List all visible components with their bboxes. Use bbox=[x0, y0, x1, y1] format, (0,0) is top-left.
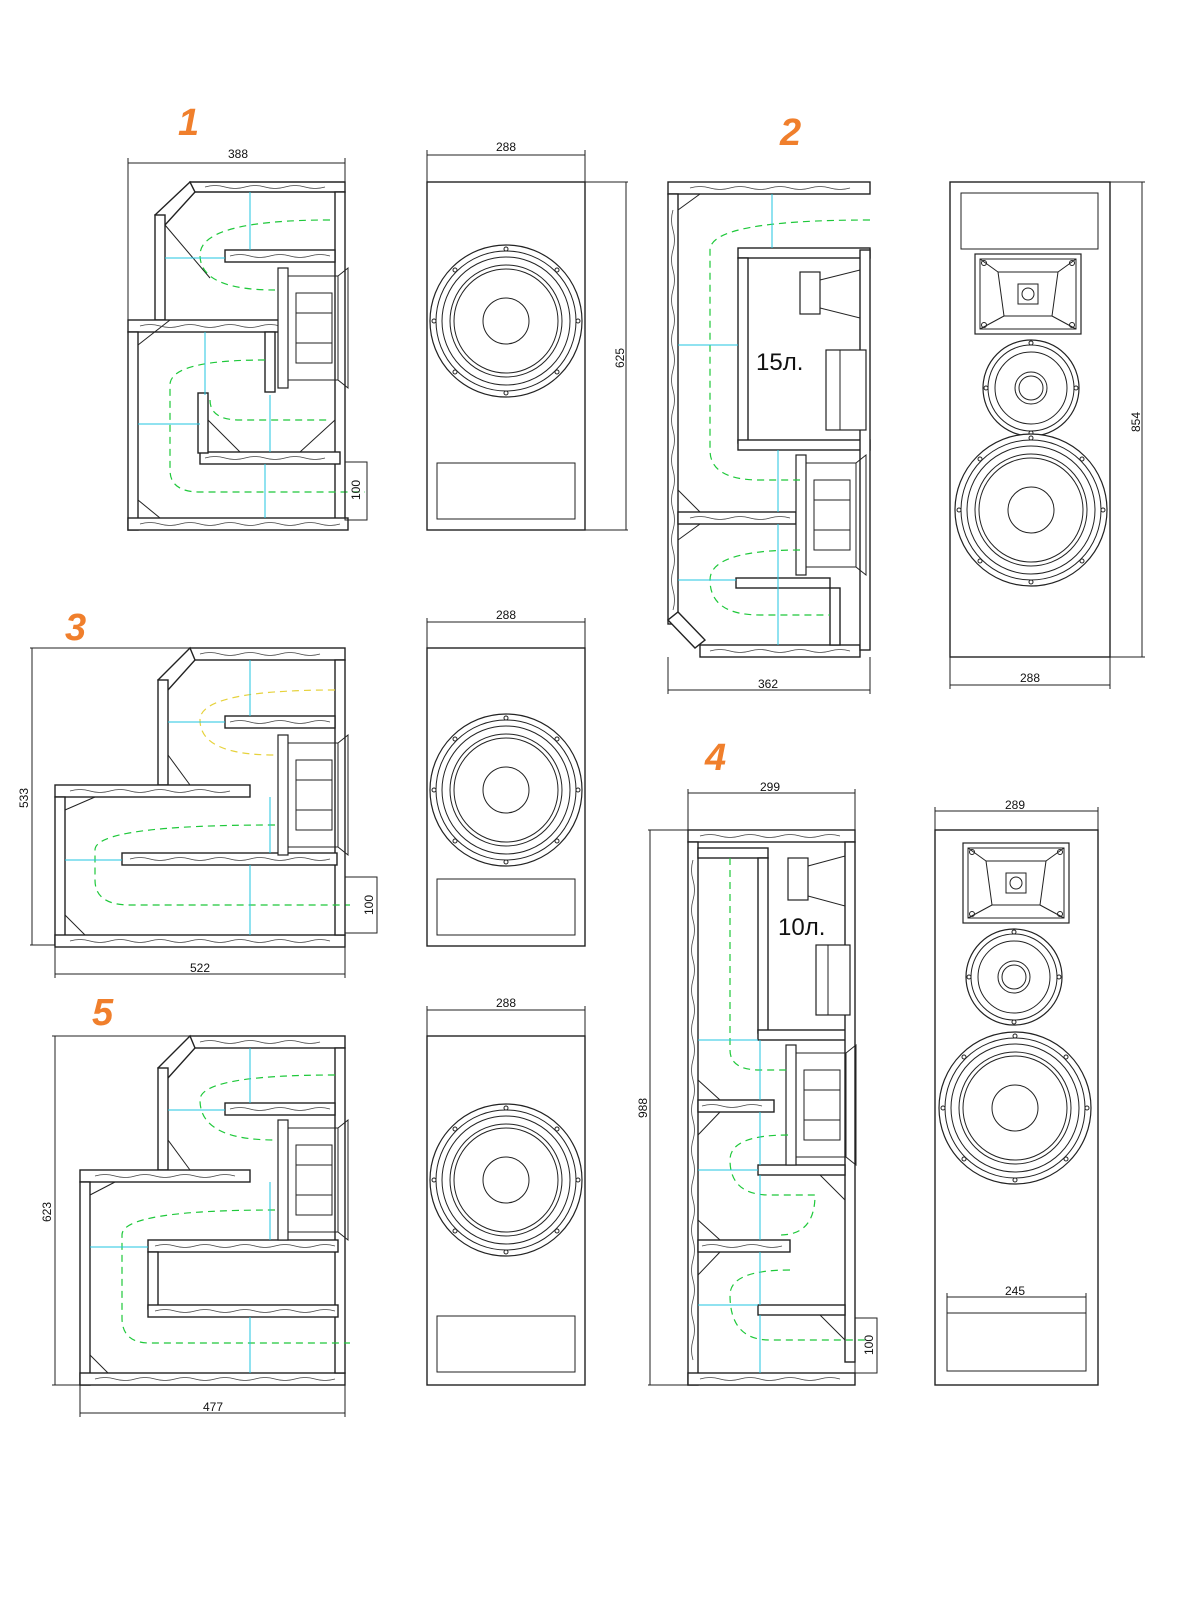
design-number-4: 4 bbox=[704, 737, 726, 779]
front-view-1: 288 625 bbox=[426, 140, 628, 531]
dimension-front-width-5: 288 bbox=[496, 996, 516, 1010]
dimension-port-1: 100 bbox=[349, 480, 363, 500]
dimension-side-width-5: 477 bbox=[203, 1400, 223, 1414]
design-5: 5 623 bbox=[40, 992, 586, 1417]
front-view-4: 289 245 bbox=[934, 798, 1099, 1386]
design-number-5: 5 bbox=[92, 992, 114, 1034]
dimension-side-width-1: 388 bbox=[228, 147, 248, 161]
front-view-5: 288 bbox=[426, 996, 586, 1386]
design-number-2: 2 bbox=[779, 112, 801, 154]
dimension-height-5: 623 bbox=[40, 1202, 54, 1222]
dimension-height-1: 625 bbox=[613, 348, 627, 368]
design-1: 1 388 bbox=[127, 102, 628, 531]
dimension-height-3: 533 bbox=[17, 788, 31, 808]
dimension-front-width-1: 288 bbox=[496, 140, 516, 154]
design-number-3: 3 bbox=[65, 607, 86, 649]
design-4: 4 299 988 bbox=[636, 737, 1099, 1386]
dimension-height-2: 854 bbox=[1129, 412, 1143, 432]
volume-label-2: 15л. bbox=[756, 349, 803, 376]
dimension-side-width-2: 362 bbox=[758, 677, 778, 691]
dimension-port-4: 100 bbox=[862, 1335, 876, 1355]
design-number-1: 1 bbox=[178, 102, 199, 144]
dimension-port-3: 100 bbox=[362, 895, 376, 915]
side-section-3: 533 bbox=[17, 646, 378, 978]
dimension-front-width-4: 289 bbox=[1005, 798, 1025, 812]
front-view-2: 854 288 bbox=[949, 181, 1145, 689]
dimension-front-width-3: 288 bbox=[496, 608, 516, 622]
design-3: 3 533 bbox=[17, 607, 586, 978]
dimension-side-width-4: 299 bbox=[760, 780, 780, 794]
side-section-1: 388 bbox=[127, 147, 368, 531]
side-section-4: 299 988 bbox=[636, 780, 878, 1386]
side-section-5: 623 bbox=[40, 1034, 350, 1417]
dimension-side-width-3: 522 bbox=[190, 961, 210, 975]
dimension-front-width-2: 288 bbox=[1020, 671, 1040, 685]
design-2: 2 15л. bbox=[666, 112, 1145, 694]
front-view-3: 288 bbox=[426, 608, 586, 947]
dimension-port-width-4: 245 bbox=[1005, 1284, 1025, 1298]
volume-label-4: 10л. bbox=[778, 914, 825, 941]
side-section-2: 15л. 362 bbox=[666, 181, 871, 694]
dimension-height-4: 988 bbox=[636, 1098, 650, 1118]
